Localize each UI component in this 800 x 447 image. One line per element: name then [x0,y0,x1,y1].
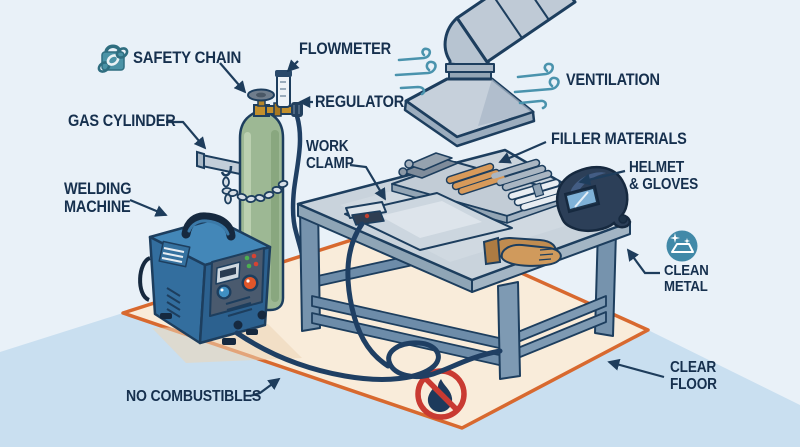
label-ventilation: VENTILATION [566,71,660,89]
wind-swirl-icon-right [513,62,560,110]
ventilation-hood [403,0,577,148]
welding-cables [234,221,503,382]
safety-chain-graphic [221,176,289,205]
regulator-graphic [291,102,303,117]
label-no-combustibles: NO COMBUSTIBLES [126,388,262,405]
gloves [482,236,562,267]
label-filler-materials: FILLER MATERIALS [551,130,687,148]
welding-helmet [556,165,631,232]
label-helmet-gloves: HELMET& GLOVES [629,159,699,193]
flowmeter-graphic [275,70,292,108]
no-open-flame-icon [415,368,467,420]
annotation-arrows [129,59,665,398]
wind-swirl-icon-left [394,47,437,96]
work-clamp-graphic [344,192,513,251]
label-regulator: REGULATOR [315,93,405,111]
label-gas-cylinder: GAS CYLINDER [68,112,176,130]
label-flowmeter: FLOWMETER [299,40,391,58]
label-safety-chain: SAFETY CHAIN [133,48,242,67]
cylinder-wall-bracket [196,150,241,177]
clean-metal-icon [666,230,698,262]
padlock-chain-icon [97,44,129,73]
welding-machine-graphic [138,212,272,345]
